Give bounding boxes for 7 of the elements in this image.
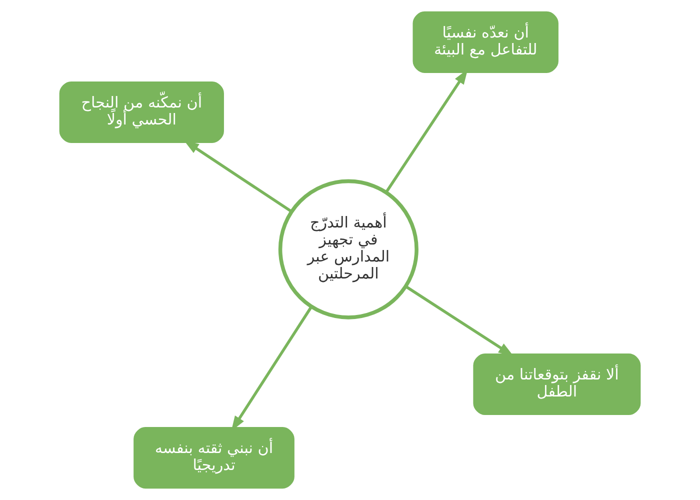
- node-circle: أهمية التدرّج في تجهيز المدارس عبر المرحلتين: [278, 179, 418, 320]
- node-box: أن نعدّه نفسيًا للتفاعل مع البيئة: [412, 11, 558, 73]
- arrow: [404, 285, 514, 356]
- node-box: أن نمكّنه من النجاح الحسي أولًا: [59, 81, 224, 143]
- node-box: أن نبني ثقته بنفسه تدريجيًا: [134, 427, 294, 489]
- node-box: ألا نقفز بتوقعاتنا من الطفل: [473, 354, 641, 416]
- arrow: [184, 140, 292, 213]
